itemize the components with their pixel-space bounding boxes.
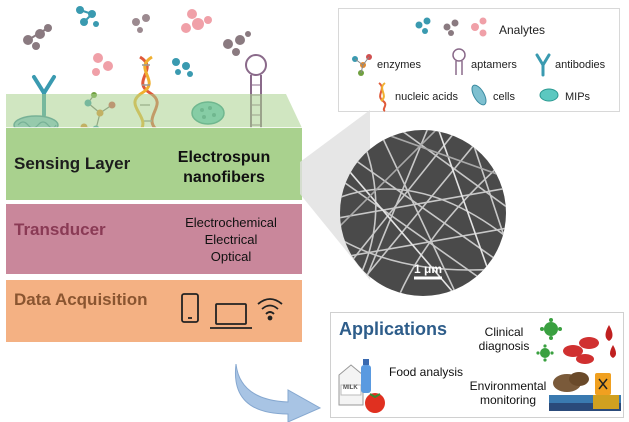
transducer-layer: Transducer Electrochemical Electrical Op… [6,204,302,274]
blood-drop-icon [605,325,616,358]
blood-cells-icon [563,337,599,364]
legend-aptamers-label: aptamers [471,59,517,71]
data-acquisition-layer: Data Acquisition [6,280,302,342]
environmental-icons [549,372,621,411]
analyte-molecule-icon [23,24,52,50]
cells-legend-icon [471,84,487,106]
analyte-molecule-icon [172,58,193,77]
nanofibers [340,130,506,296]
legend-mips-label: MIPs [565,91,591,103]
environmental-monitoring-label: Environmental monitoring [463,379,553,407]
enzymes-legend-icon [352,54,372,76]
food-analysis-label: Food analysis [389,365,464,379]
sensing-layer: Sensing Layer Electrospun nanofibers [6,128,302,200]
antibodies-legend-icon [535,53,551,77]
sensing-line-2: nanofibers [183,169,265,186]
smartphone-icon [181,293,199,323]
analyte-legend-icon [415,17,487,37]
env-line-1: Environmental [469,379,547,393]
applications-title: Applications [339,319,448,339]
aptamers-legend-icon [452,48,466,75]
analyte-molecule-icon [181,9,212,33]
virus-icon [536,318,562,362]
analyte-molecule-icon [76,6,99,27]
transducer-line-3: Optical [210,249,252,264]
food-icons [338,359,385,413]
analyte-molecule-icon [92,53,113,76]
legend-analytes-label: Analytes [499,23,546,37]
analytes-cloud [23,6,251,77]
sensing-layer-description: Electrospun nanofibers [164,148,284,188]
pollution-cloud-icon [553,372,589,392]
milk-label: MILK [343,385,358,391]
acquisition-devices [181,293,283,329]
legend-antibodies-label: antibodies [555,59,606,71]
legend-nucleic-acids-label: nucleic acids [395,91,458,103]
tomato-icon [365,393,385,413]
clinical-icons [536,318,616,364]
laptop-icon [210,303,252,329]
clinical-line-1: Clinical [484,325,524,339]
water-ground-icon [549,395,621,411]
scale-bar-label: 1 μm [414,262,443,276]
analyte-molecule-icon [223,31,251,56]
env-line-2: monitoring [479,393,537,407]
legend-box: Analytes enzymes aptamers antibodies nuc… [338,8,620,112]
sensing-layer-title: Sensing Layer [14,154,131,173]
data-acquisition-layer-title: Data Acquisition [14,290,148,309]
clinical-line-2: diagnosis [478,339,530,353]
mips-legend-icon [539,88,559,102]
transducer-line-2: Electrical [204,232,258,247]
legend-enzymes-label: enzymes [377,59,422,71]
legend-icons [352,17,559,112]
transducer-layer-title: Transducer [14,220,106,239]
hazard-barrel-icon [595,373,611,395]
wifi-icon [257,298,283,321]
clinical-diagnosis-label: Clinical diagnosis [469,325,539,353]
transducer-layer-description: Electrochemical Electrical Optical [166,214,296,265]
sem-micrograph [340,130,506,296]
analyte-molecule-icon [132,14,150,33]
bottle-icon [361,359,371,393]
nucleic-acids-legend-icon [378,82,387,112]
transducer-line-1: Electrochemical [185,215,277,230]
sensing-line-1: Electrospun [177,149,271,166]
legend-cells-label: cells [493,91,516,103]
applications-box: Applications Clinical diagnosis Food ana… [330,312,624,418]
curved-arrow-icon [234,363,322,422]
